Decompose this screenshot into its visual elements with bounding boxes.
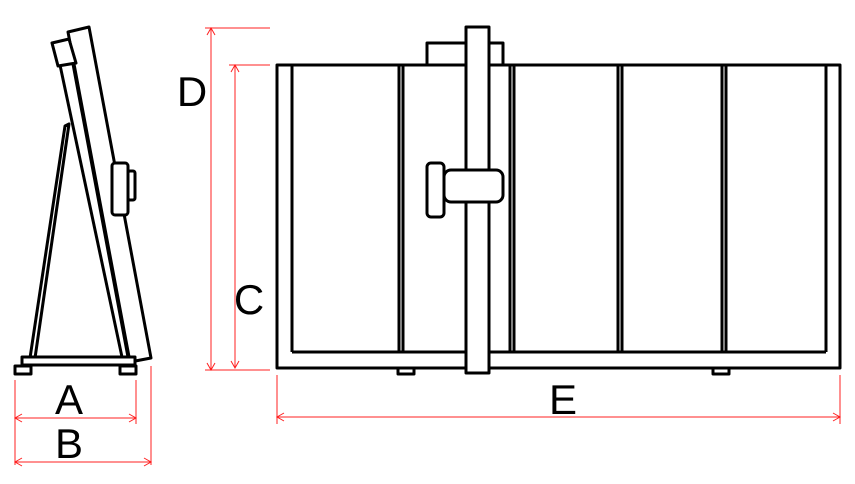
front-handle-grip	[425, 161, 446, 219]
side-foot	[13, 364, 33, 376]
label-c: C	[234, 276, 264, 323]
dimension-labels: A B C D E	[55, 68, 577, 467]
side-board	[66, 25, 153, 364]
label-e: E	[549, 376, 577, 423]
side-base	[20, 355, 137, 367]
side-rail	[71, 63, 130, 358]
label-a: A	[55, 376, 83, 423]
front-foot	[711, 366, 731, 376]
front-handle-bar	[442, 168, 505, 204]
side-handle	[110, 161, 130, 217]
side-view	[13, 25, 153, 376]
side-foot	[118, 364, 138, 376]
side-leg	[28, 122, 71, 360]
front-foot	[396, 366, 416, 376]
label-b: B	[55, 420, 83, 467]
side-rail	[58, 64, 124, 358]
dimension-lines	[13, 26, 842, 467]
front-dividers	[397, 65, 728, 352]
label-d: D	[177, 68, 207, 115]
front-frame	[275, 63, 842, 370]
side-top-cap	[50, 37, 78, 68]
front-view	[275, 25, 842, 376]
